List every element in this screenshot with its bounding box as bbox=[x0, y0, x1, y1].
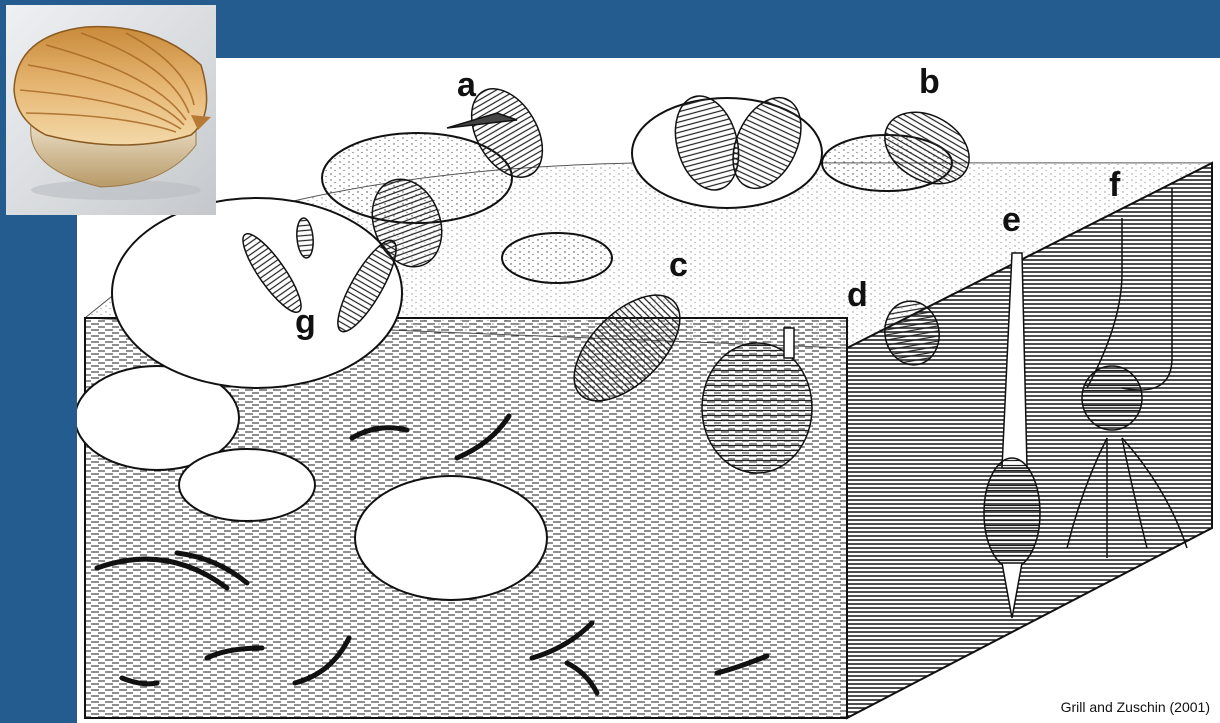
label-b: b bbox=[919, 63, 940, 101]
label-c: c bbox=[669, 246, 688, 284]
scallop-shell-photo-icon bbox=[6, 5, 216, 215]
label-d: d bbox=[847, 276, 868, 314]
bivalve-life-habit-block-diagram: a b c d e f g bbox=[77, 58, 1220, 723]
label-g: g bbox=[295, 303, 316, 341]
label-f: f bbox=[1109, 166, 1121, 204]
figure-credit: Grill and Zuschin (2001) bbox=[1061, 699, 1210, 715]
label-a: a bbox=[457, 66, 477, 104]
label-e: e bbox=[1002, 201, 1021, 239]
